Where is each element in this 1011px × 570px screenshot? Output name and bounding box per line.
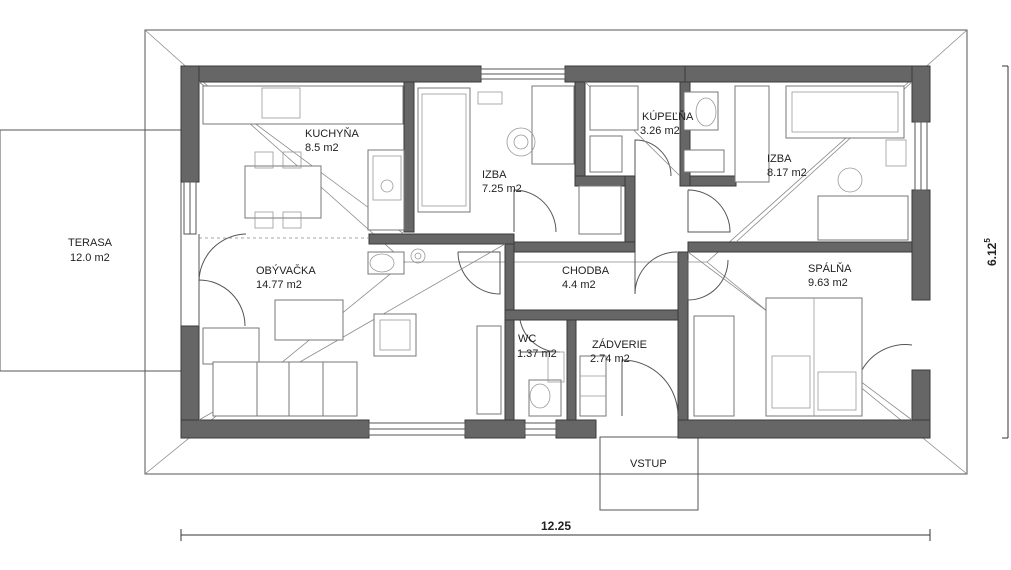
room-area: 9.63 m2 <box>808 277 848 289</box>
vestibule-furniture <box>579 355 607 417</box>
bedroom-furniture <box>693 297 863 417</box>
entrance-label: VSTUP <box>630 458 667 470</box>
room-area: 2.74 m2 <box>590 353 630 365</box>
room-name: WC <box>518 333 536 345</box>
living-furniture <box>202 248 502 417</box>
width-label: 12.25 <box>541 519 571 533</box>
depth-label: 6.125 <box>983 238 999 266</box>
room-name: TERASA <box>68 237 113 249</box>
room-labels: KUCHYŇA 8.5 m2 IZBA 7.25 m2 KÚPEĽŇA 3.26… <box>68 110 852 470</box>
interior-walls <box>368 81 913 421</box>
windows <box>183 68 928 436</box>
room-name: OBÝVAČKA <box>256 264 316 277</box>
room1-furniture <box>417 85 622 235</box>
room-area: 8.17 m2 <box>767 167 807 179</box>
entrance-step <box>599 436 699 511</box>
room-area: 14.77 m2 <box>256 279 302 291</box>
room-area: 3.26 m2 <box>640 125 680 137</box>
bathroom-furniture <box>589 85 725 173</box>
room-area: 12.0 m2 <box>70 252 110 264</box>
room-name: IZBA <box>482 169 507 181</box>
room2-furniture <box>734 85 909 241</box>
room-name: SPÁLŇA <box>808 262 852 275</box>
room-area: 4.4 m2 <box>562 279 596 291</box>
room-name: KUCHYŇA <box>305 127 359 140</box>
doors <box>198 139 913 417</box>
depth-superscript: 5 <box>983 238 992 243</box>
wc-furniture <box>528 351 565 417</box>
roof-outline <box>144 29 968 475</box>
room-area: 1.37 m2 <box>517 348 557 360</box>
width-dimension: 12.25 <box>180 519 931 541</box>
room-name: ZÁDVERIE <box>592 338 647 351</box>
room-area: 7.25 m2 <box>482 183 522 195</box>
depth-main: 6.12 <box>985 242 999 266</box>
kitchen-furniture <box>199 85 405 239</box>
terrace <box>0 129 182 372</box>
room-area: 8.5 m2 <box>305 142 339 154</box>
depth-dimension: 6.125 <box>983 65 1009 439</box>
room-name: CHODBA <box>562 265 610 277</box>
room-name: IZBA <box>767 153 792 165</box>
room-name: KÚPEĽŇA <box>642 110 694 123</box>
